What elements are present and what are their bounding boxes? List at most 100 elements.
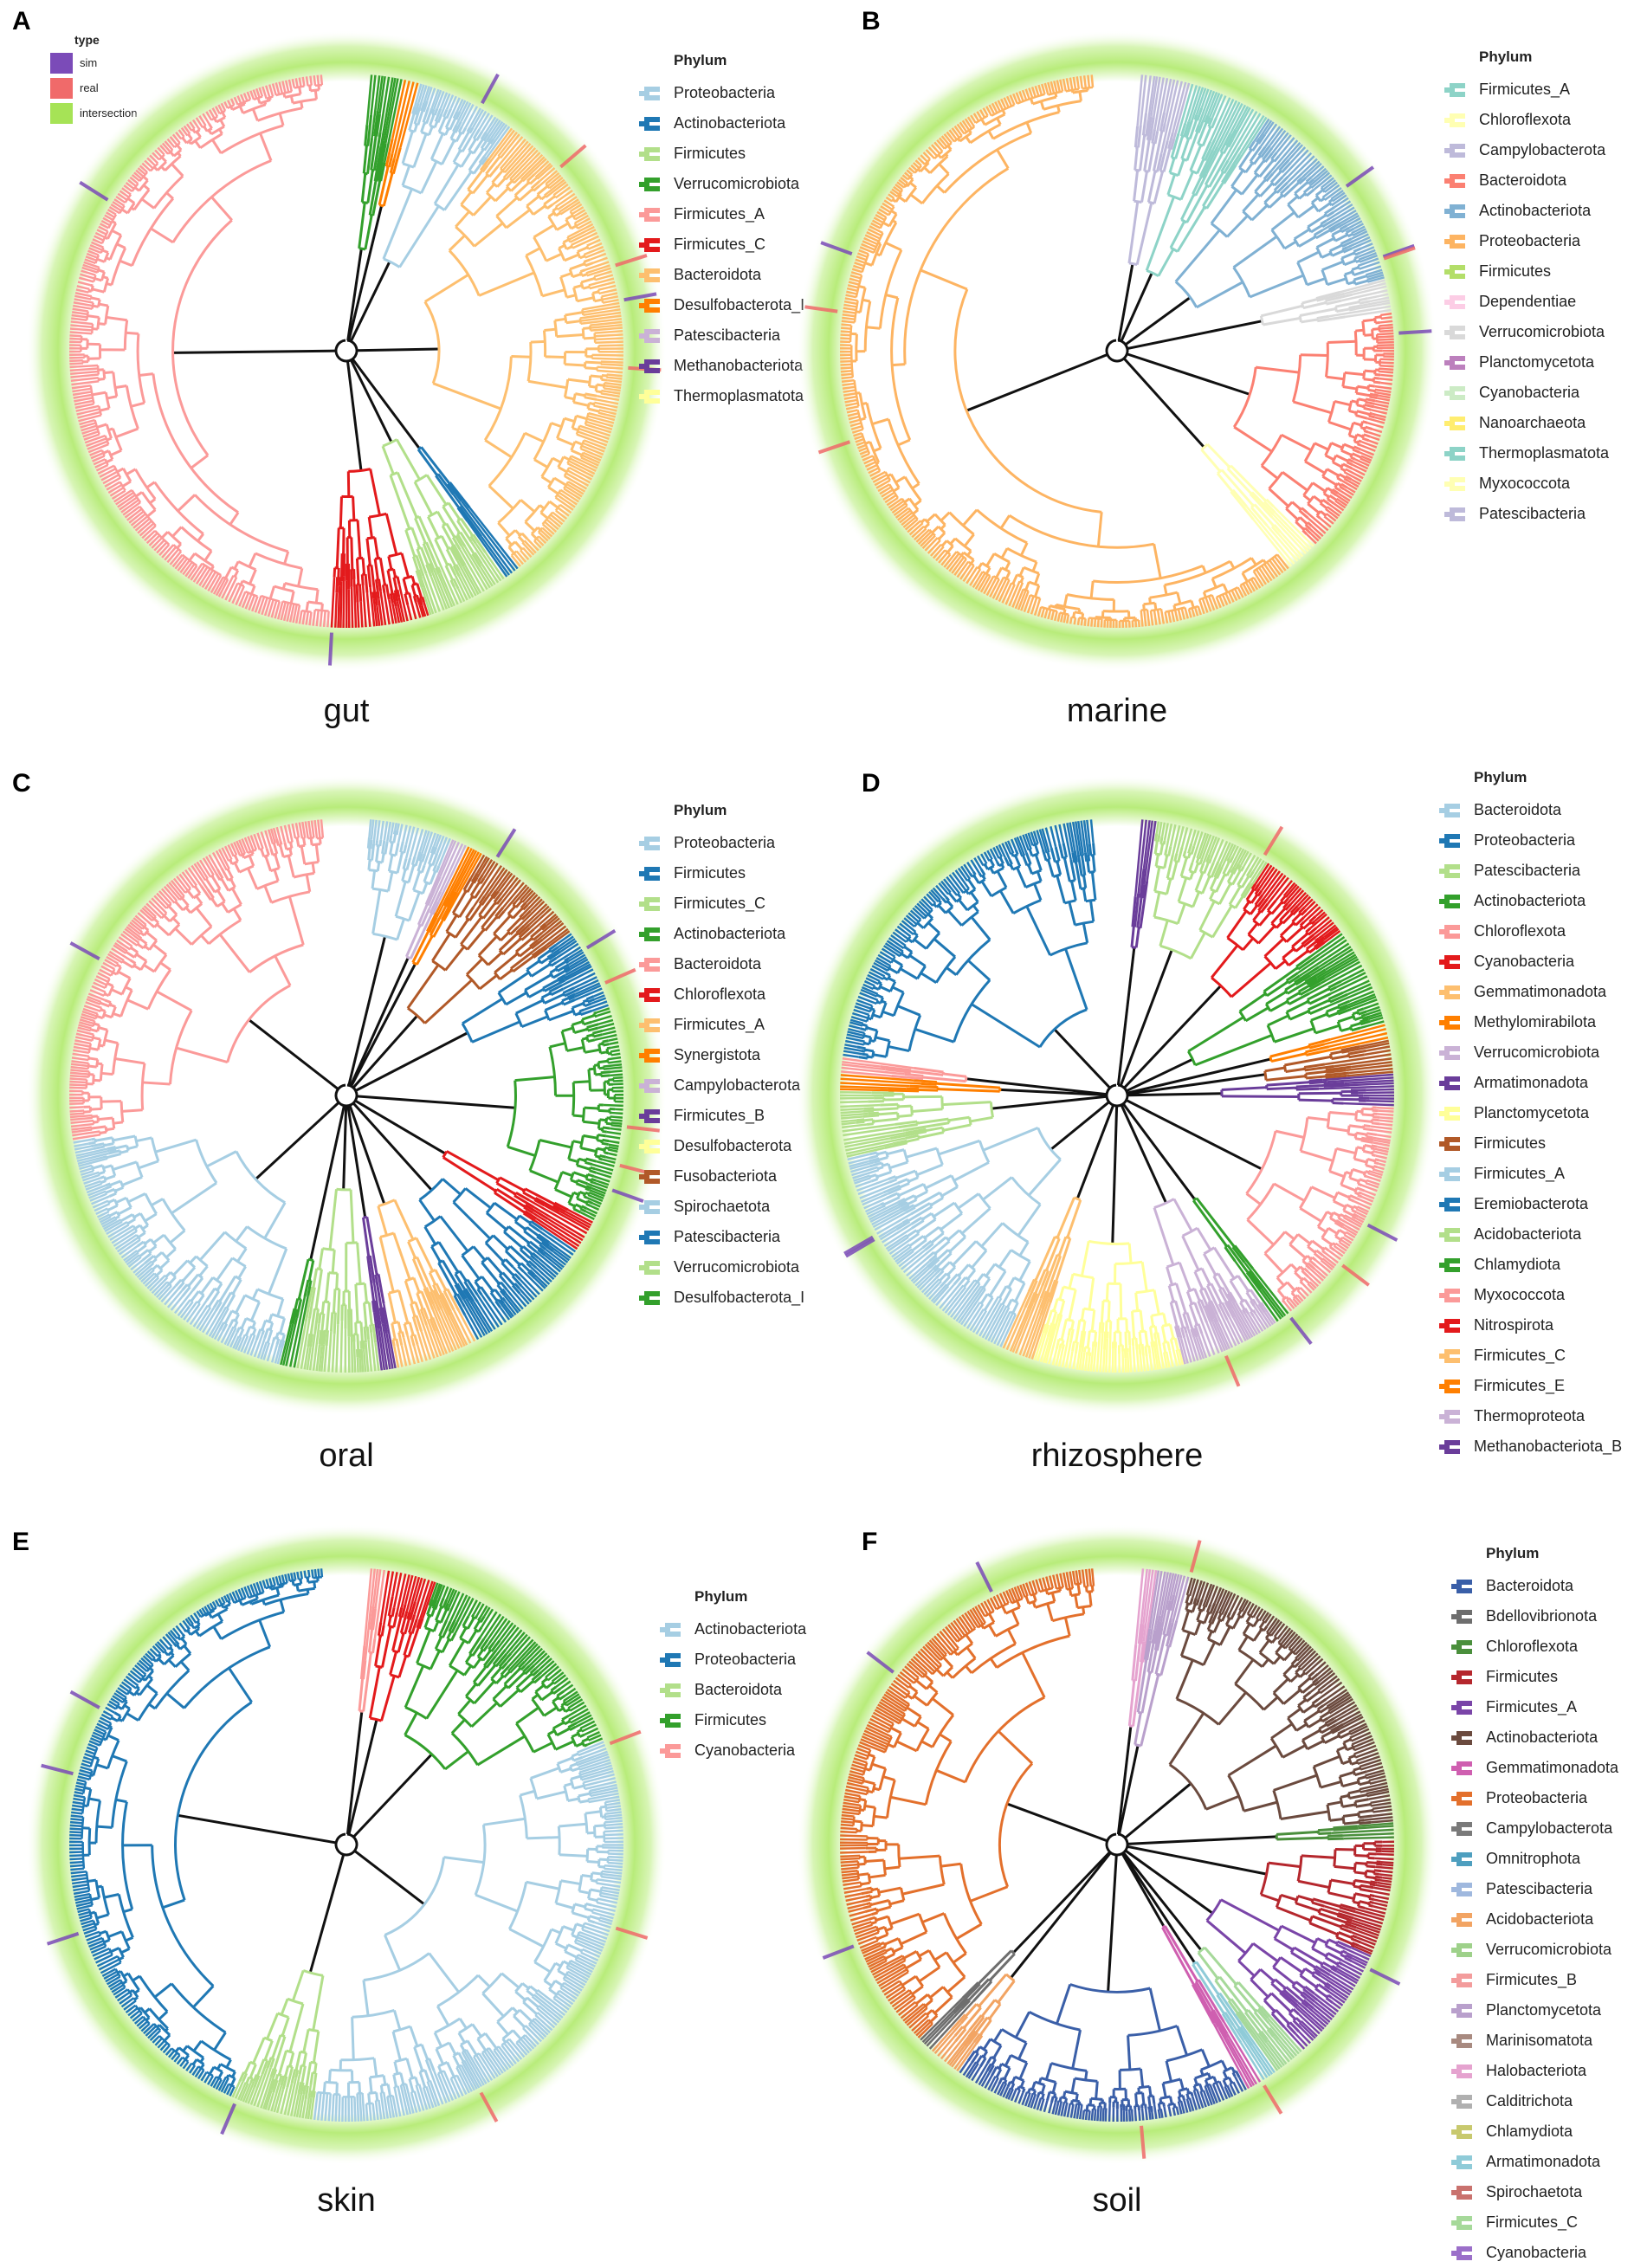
internal-branch <box>375 591 377 605</box>
legend-item: Fusobacteriota <box>639 1161 804 1192</box>
node-arc <box>98 317 100 329</box>
internal-branch <box>1091 581 1093 598</box>
branch-key-icon <box>639 114 662 133</box>
legend-item: Firmicutes_A <box>1444 74 1609 105</box>
node-arc <box>127 1222 129 1224</box>
legend-label: Fusobacteriota <box>674 1167 777 1186</box>
leaf-branch <box>70 1073 89 1075</box>
legend-label: Desulfobacterota_I <box>674 296 804 314</box>
internal-branch <box>591 1179 596 1180</box>
legend-label: Proteobacteria <box>1479 232 1580 250</box>
internal-branch <box>100 1177 105 1179</box>
node-arc <box>598 290 599 294</box>
internal-branch <box>337 577 338 592</box>
node-arc <box>308 86 312 87</box>
internal-branch <box>1333 1099 1359 1100</box>
internal-branch <box>1301 355 1328 356</box>
branch-key-icon <box>1444 414 1467 433</box>
branch-key-icon <box>639 236 662 255</box>
leaf-branch <box>1381 317 1392 319</box>
internal-branch <box>1200 860 1202 864</box>
node-arc <box>208 1306 210 1308</box>
node-arc <box>126 951 127 953</box>
internal-branch <box>361 1341 362 1348</box>
branch-key-icon <box>1444 353 1467 372</box>
internal-branch <box>91 285 94 286</box>
node-arc <box>583 1108 584 1121</box>
leaf-branch <box>1380 359 1394 360</box>
panel-caption-marine: marine <box>944 693 1290 730</box>
internal-branch <box>566 321 580 323</box>
node-arc <box>1082 87 1093 88</box>
node-arc <box>590 326 591 331</box>
internal-branch <box>603 1044 609 1045</box>
leaf-branch <box>1078 617 1079 624</box>
internal-branch <box>93 1037 100 1039</box>
internal-branch <box>1228 858 1230 862</box>
internal-branch <box>1184 851 1185 856</box>
node-arc <box>504 178 506 179</box>
node-arc <box>1331 199 1333 201</box>
internal-branch <box>382 854 384 863</box>
internal-branch <box>113 1122 123 1123</box>
branch-key-icon <box>639 925 662 944</box>
internal-branch <box>1163 124 1165 132</box>
node-arc <box>311 90 320 91</box>
internal-branch <box>1364 408 1372 410</box>
node-arc <box>369 870 378 871</box>
legend-item: Thermoplasmatota <box>639 381 804 411</box>
legend-label: Actinobacteriota <box>1479 202 1591 220</box>
internal-branch <box>511 356 530 357</box>
node-arc <box>580 319 581 324</box>
node-arc <box>587 246 589 249</box>
internal-branch <box>361 1322 362 1341</box>
internal-branch <box>99 304 108 306</box>
leaf-branch <box>607 374 623 376</box>
legend-label: Firmicutes <box>1479 262 1551 281</box>
leaf-branch <box>1379 378 1392 380</box>
internal-branch <box>1365 371 1375 372</box>
branch-key-icon <box>1444 262 1467 281</box>
leaf-branch <box>610 1071 623 1072</box>
node-arc <box>589 286 590 289</box>
internal-branch <box>402 1332 404 1338</box>
internal-branch <box>397 577 399 585</box>
node-arc <box>165 1276 168 1278</box>
internal-branch <box>1155 834 1156 842</box>
leaf-branch <box>611 1054 621 1056</box>
internal-branch <box>583 328 590 329</box>
leaf-branch <box>344 576 345 628</box>
internal-branch <box>1164 841 1165 844</box>
node-arc <box>92 303 93 309</box>
internal-branch <box>101 1073 113 1074</box>
internal-branch <box>98 1118 113 1120</box>
legend-item: Desulfobacterota_I <box>639 290 804 320</box>
internal-branch <box>1363 422 1368 423</box>
internal-branch <box>598 1061 608 1062</box>
internal-branch <box>333 1289 335 1312</box>
node-arc <box>522 540 524 542</box>
legend-item: Methanobacteriota <box>639 351 804 381</box>
leaf-branch <box>1084 75 1086 88</box>
branch-key-icon <box>639 985 662 1005</box>
node-arc <box>91 1029 92 1031</box>
internal-branch <box>586 1204 591 1205</box>
branch-key-icon <box>639 357 662 376</box>
leaf-branch <box>1088 75 1089 88</box>
leaf-branch <box>318 75 319 86</box>
internal-branch <box>390 836 391 842</box>
legend-item: Campylobacterota <box>639 1070 804 1101</box>
node-arc <box>594 277 595 281</box>
branch-key-icon <box>639 895 662 914</box>
branch-key-icon <box>639 1107 662 1126</box>
legend-label: Firmicutes_B <box>674 1107 765 1125</box>
tree-marine <box>788 22 1446 680</box>
node-arc <box>260 849 263 850</box>
legend-label: Firmicutes_A <box>674 1016 765 1034</box>
node-arc <box>289 842 293 843</box>
leaf-branch <box>610 1050 620 1052</box>
internal-branch <box>380 840 381 846</box>
internal-branch <box>1370 413 1372 414</box>
leaf-branch <box>70 1078 87 1079</box>
